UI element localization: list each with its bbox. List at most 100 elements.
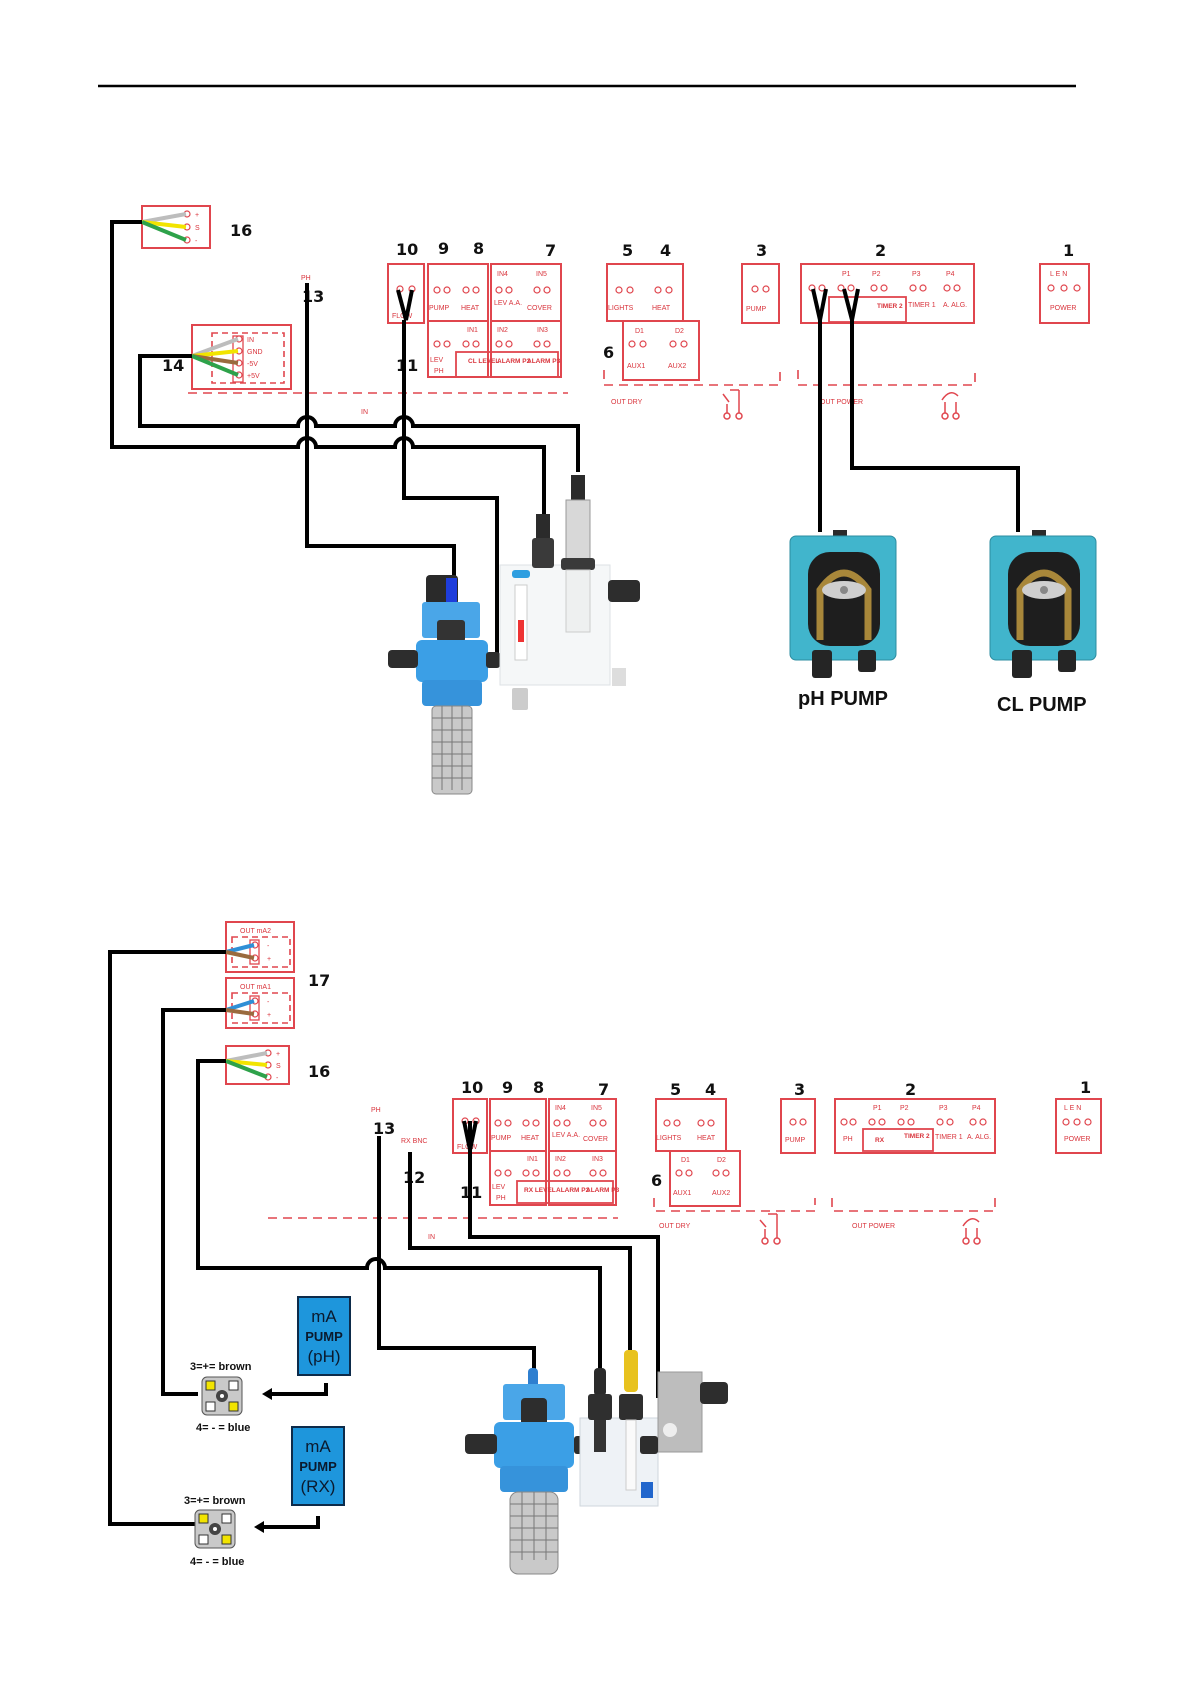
relay-dry-icon-bottom	[759, 1213, 781, 1245]
svg-text:HEAT: HEAT	[461, 305, 480, 312]
svg-text:mA: mA	[305, 1437, 331, 1456]
svg-text:IN5: IN5	[536, 271, 547, 278]
terminal-number-10: 10	[396, 240, 418, 259]
terminal-block-7: IN4 IN5 LEV A.A. COVER IN2 IN3	[490, 263, 562, 378]
svg-text:ALARM P2: ALARM P2	[556, 1187, 590, 1194]
relay-power-icon	[941, 392, 960, 420]
terminal-number-16: 16	[230, 221, 252, 240]
svg-text:P4: P4	[946, 271, 955, 278]
svg-text:3=+= brown: 3=+= brown	[190, 1361, 252, 1373]
svg-text:PUMP: PUMP	[305, 1329, 343, 1344]
alarm-strip-bottom: RX LEVEL ALARM P2 ALARM P3	[516, 1180, 620, 1204]
svg-text:ALARM P2: ALARM P2	[497, 358, 531, 365]
terminal-number-6: 6	[651, 1171, 662, 1190]
terminal-number-9: 9	[502, 1078, 513, 1097]
terminal-block-6: D1 D2 AUX1 AUX2	[622, 320, 700, 381]
svg-text:D1: D1	[681, 1157, 690, 1164]
svg-text:LEV: LEV	[492, 1184, 506, 1191]
terminal-number-13: 13	[373, 1119, 395, 1138]
power-terminal-1-bottom: L E N POWER	[1055, 1098, 1102, 1154]
terminal-number-1: 1	[1080, 1078, 1091, 1097]
svg-text:FLOW: FLOW	[392, 313, 413, 320]
terminal-number-5: 5	[622, 241, 633, 260]
svg-text:D2: D2	[717, 1157, 726, 1164]
in-label-bottom: IN	[428, 1234, 435, 1241]
svg-text:A. ALG.: A. ALG.	[943, 302, 967, 309]
alarm-strip: CL LEVEL ALARM P2 ALARM P3	[455, 351, 561, 378]
svg-text:FLOW: FLOW	[457, 1144, 478, 1151]
svg-text:PUMP: PUMP	[429, 305, 450, 312]
terminal-block-2: P1 P2 P3 P4 TIMER 2 TIMER 1 A. ALG.	[800, 263, 975, 324]
top-wiring	[110, 220, 1020, 655]
svg-text:L E N: L E N	[1050, 271, 1067, 278]
svg-text:AUX1: AUX1	[627, 363, 645, 370]
terminal-block-5-4: LIGHTS HEAT	[606, 263, 684, 322]
relay-dry-icon	[722, 389, 743, 420]
svg-text:CL LEVEL: CL LEVEL	[468, 358, 499, 365]
svg-text:IN4: IN4	[555, 1105, 566, 1112]
terminal-number-8: 8	[533, 1078, 544, 1097]
svg-text:-: -	[195, 238, 198, 245]
connector-rx: 3=+= brown 4= - = blue	[184, 1495, 246, 1568]
out-power-bracket	[797, 370, 976, 386]
svg-text:RX LEVEL: RX LEVEL	[524, 1187, 556, 1194]
ma-pump-rx: mA PUMP (RX)	[291, 1426, 345, 1506]
svg-text:OUT mA1: OUT mA1	[240, 984, 271, 991]
terminal-number-16: 16	[308, 1062, 330, 1081]
terminal-number-10: 10	[461, 1078, 483, 1097]
svg-text:P1: P1	[873, 1105, 882, 1112]
svg-text:COVER: COVER	[527, 305, 552, 312]
terminal-number-3: 3	[756, 241, 767, 260]
svg-text:P3: P3	[912, 271, 921, 278]
svg-text:TIMER 2: TIMER 2	[904, 1133, 930, 1140]
svg-text:TIMER 2: TIMER 2	[877, 303, 903, 310]
terminal-number-2: 2	[875, 241, 886, 260]
out-power-label-bottom: OUT POWER	[852, 1223, 895, 1230]
sensor-16-terminal: + S -	[141, 205, 211, 249]
svg-text:IN2: IN2	[555, 1156, 566, 1163]
svg-text:ALARM P3: ALARM P3	[527, 358, 561, 365]
ph-pump-label: pH PUMP	[798, 688, 888, 710]
probe-13-label-bottom: PH	[371, 1107, 381, 1114]
svg-text:L E N: L E N	[1064, 1105, 1081, 1112]
svg-text:4= - = blue: 4= - = blue	[196, 1422, 250, 1434]
svg-text:mA: mA	[311, 1307, 337, 1326]
terminal-block-9-8-bottom: PUMP HEAT IN1 LEV PH	[489, 1098, 547, 1206]
svg-text:IN5: IN5	[591, 1105, 602, 1112]
out-dry-label: OUT DRY	[611, 399, 643, 406]
bottom-diagram: 17 16 13 12 10 9 8 7 5 4 3 2 1 6 11 OUT …	[108, 921, 1102, 1575]
svg-text:IN3: IN3	[537, 327, 548, 334]
out-power-bracket-bottom	[831, 1198, 996, 1212]
svg-text:HEAT: HEAT	[652, 305, 671, 312]
terminal-number-14: 14	[162, 356, 184, 375]
svg-text:P3: P3	[939, 1105, 948, 1112]
ma-pump-ph: mA PUMP (pH)	[297, 1296, 351, 1376]
svg-text:PUMP: PUMP	[746, 306, 767, 313]
connector-ph: 3=+= brown 4= - = blue	[190, 1361, 252, 1434]
svg-text:IN2: IN2	[497, 327, 508, 334]
svg-text:3=+= brown: 3=+= brown	[184, 1495, 246, 1507]
probe-assembly-bottom	[465, 1350, 728, 1575]
terminal-number-5: 5	[670, 1080, 681, 1099]
svg-text:-5V: -5V	[247, 361, 258, 368]
probe-12-label: RX BNC	[401, 1138, 427, 1145]
svg-text:A. ALG.: A. ALG.	[967, 1134, 991, 1141]
svg-text:ALARM P3: ALARM P3	[586, 1187, 620, 1194]
terminal-number-7: 7	[545, 241, 556, 260]
svg-text:PH: PH	[843, 1136, 853, 1143]
terminal-number-11: 11	[396, 356, 418, 375]
svg-text:AUX1: AUX1	[673, 1190, 691, 1197]
out-dry-bracket	[603, 370, 781, 386]
svg-text:4= - = blue: 4= - = blue	[190, 1556, 244, 1568]
in-label: IN	[361, 409, 368, 416]
svg-text:+: +	[267, 1012, 271, 1019]
svg-text:TIMER 1: TIMER 1	[908, 302, 936, 309]
terminal-number-1: 1	[1063, 241, 1074, 260]
terminal-number-7: 7	[598, 1080, 609, 1099]
svg-text:-: -	[267, 943, 270, 950]
svg-text:AUX2: AUX2	[668, 363, 686, 370]
svg-text:PUMP: PUMP	[491, 1135, 512, 1142]
terminal-number-9: 9	[438, 239, 449, 258]
svg-text:(RX): (RX)	[301, 1477, 336, 1496]
